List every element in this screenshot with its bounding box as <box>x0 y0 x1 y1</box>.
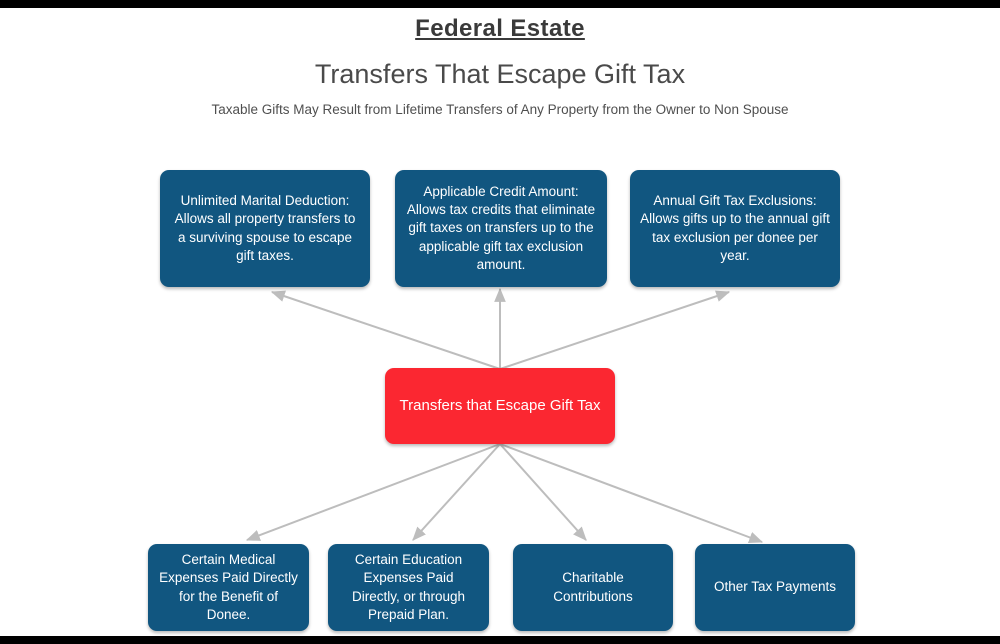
node-transfers-that-escape-gift-tax: Transfers that Escape Gift Tax <box>385 368 615 444</box>
node-label: Unlimited Marital Deduction: Allows all … <box>174 193 356 263</box>
connector-arrow <box>412 443 501 541</box>
node-applicable-credit-amount: Applicable Credit Amount: Allows tax cre… <box>395 170 607 287</box>
connector-arrow <box>270 290 501 370</box>
connector-arrow <box>499 443 587 541</box>
node-charitable-contributions: Charitable Contributions <box>513 544 673 631</box>
node-other-tax-payments: Other Tax Payments <box>695 544 855 631</box>
top-border-bar <box>0 0 1000 8</box>
node-certain-medical-expenses: Certain Medical Expenses Paid Directly f… <box>148 544 309 631</box>
node-label: Other Tax Payments <box>713 579 837 595</box>
connector-arrow <box>499 443 764 543</box>
node-annual-gift-tax-exclusions: Annual Gift Tax Exclusions: Allows gifts… <box>630 170 840 287</box>
connector-arrow <box>245 443 501 541</box>
diagram-heading: Transfers That Escape Gift Tax <box>314 59 686 89</box>
node-label: Transfers that Escape Gift Tax <box>399 396 601 414</box>
diagram-tagline: Taxable Gifts May Result from Lifetime T… <box>211 102 789 117</box>
node-unlimited-marital-deduction: Unlimited Marital Deduction: Allows all … <box>160 170 370 287</box>
node-label: Charitable Contributions <box>553 570 633 604</box>
node-label: Applicable Credit Amount: Allows tax cre… <box>406 183 596 272</box>
node-label: Annual Gift Tax Exclusions: Allows gifts… <box>640 193 830 263</box>
bottom-border-bar <box>0 636 1000 644</box>
connector-arrow <box>499 290 731 370</box>
page-title: Federal Estate <box>415 15 585 42</box>
node-label: Certain Education Expenses Paid Directly… <box>351 552 466 622</box>
node-certain-education-expenses: Certain Education Expenses Paid Directly… <box>328 544 489 631</box>
node-label: Certain Medical Expenses Paid Directly f… <box>159 552 298 622</box>
